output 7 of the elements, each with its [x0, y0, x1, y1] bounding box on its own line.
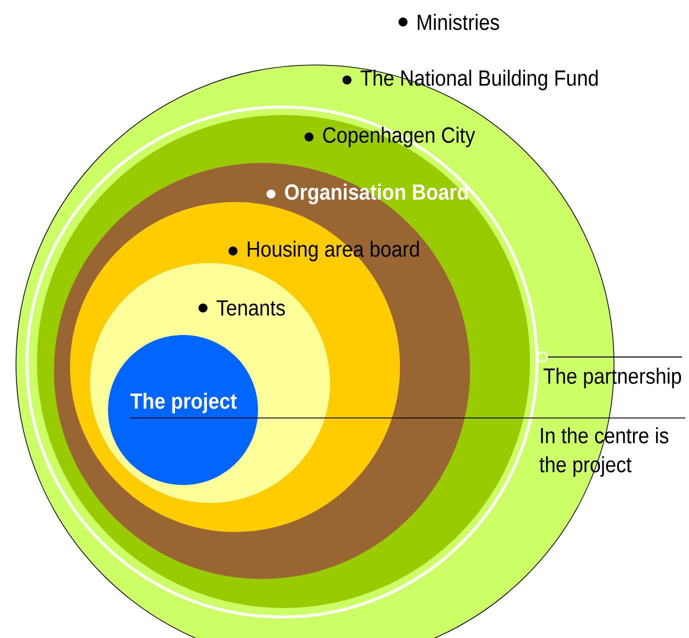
circle-label: Tenants: [216, 300, 285, 316]
circle-label: The National Building Fund: [360, 70, 598, 90]
circle-label: Organisation Board: [285, 184, 468, 204]
label: Ministries: [418, 14, 500, 30]
circle-label: Housing area board: [248, 240, 419, 262]
leader-line: [537, 352, 683, 362]
circle-label: The project: [130, 392, 237, 414]
